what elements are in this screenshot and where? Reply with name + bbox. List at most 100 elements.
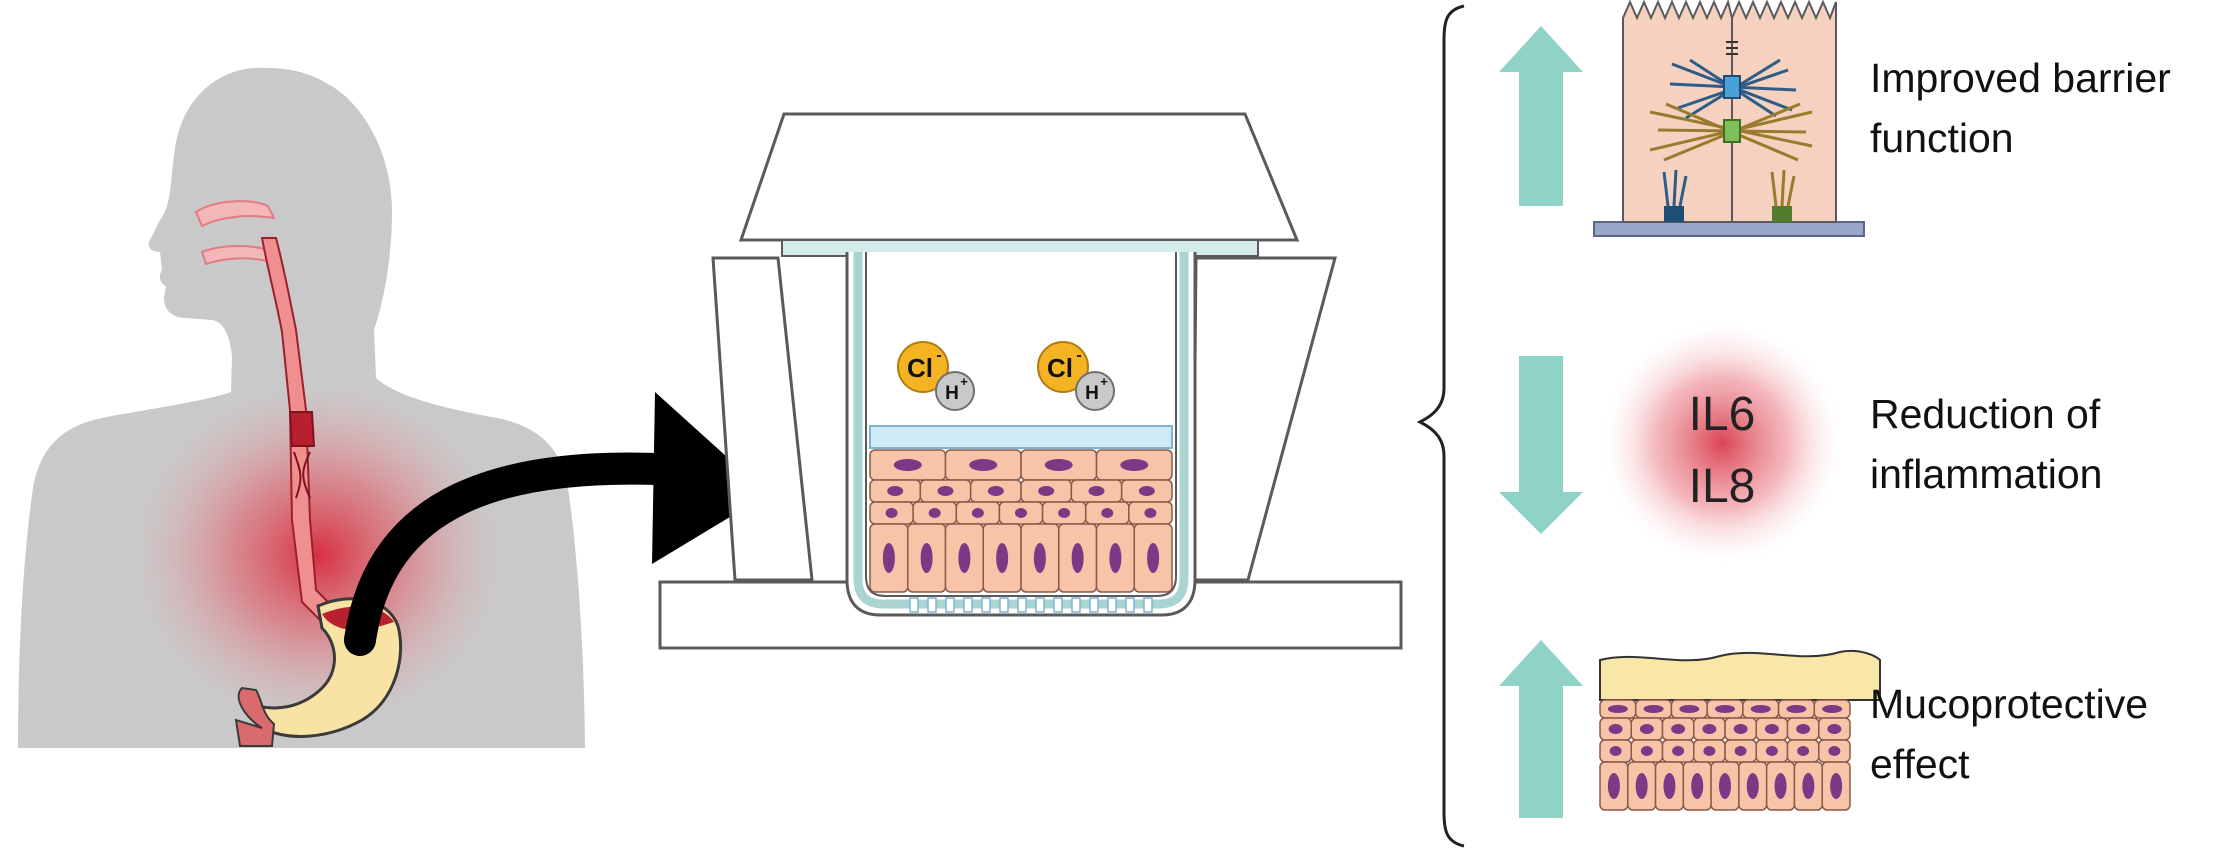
integrin-left: [1664, 206, 1684, 222]
cell-nucleus: [1138, 486, 1155, 496]
cell-nucleus: [937, 486, 954, 496]
insert-lid: [738, 112, 1300, 242]
cell-nucleus: [1088, 486, 1105, 496]
esophagus-narrowing: [293, 451, 311, 499]
cell-nucleus: [1764, 724, 1779, 734]
cell-nucleus: [1044, 459, 1073, 471]
cell-nucleus: [1033, 543, 1046, 573]
cell-nucleus: [958, 543, 971, 573]
cell-nucleus: [1672, 746, 1685, 756]
cell-nucleus: [928, 508, 941, 518]
well-right-wall: [1191, 256, 1337, 582]
brace: [1416, 4, 1465, 848]
cell-nucleus: [1702, 724, 1717, 734]
proton-charge: +: [960, 374, 968, 389]
cell-nucleus: [1828, 746, 1841, 756]
cell-nucleus: [1058, 508, 1071, 518]
cell-nucleus: [1120, 459, 1149, 471]
membrane-pore: [945, 597, 955, 613]
cell-nucleus: [1774, 773, 1787, 799]
barrier-label-line1: Improved barrier: [1870, 55, 2171, 101]
chloride-ion: [897, 341, 949, 393]
cell-nucleus: [1765, 746, 1778, 756]
cell-nucleus: [882, 543, 895, 573]
cell-nucleus: [1147, 543, 1160, 573]
barrier-up-arrow: [1499, 26, 1583, 206]
curved-arrow: [344, 392, 768, 656]
duodenum: [234, 686, 276, 747]
cell-nucleus: [1733, 724, 1748, 734]
left-epithelial-cell: [1622, 0, 1733, 223]
cell-nucleus: [1071, 543, 1084, 573]
cell-nucleus: [1827, 724, 1842, 734]
chloride-ion: [1037, 341, 1089, 393]
membrane-pore: [963, 597, 973, 613]
proton-ion: [935, 371, 975, 411]
membrane-pore: [909, 597, 919, 613]
cell-nucleus: [1830, 773, 1843, 799]
cell-nucleus: [1609, 746, 1622, 756]
mucoprotective-label-line2: effect: [1870, 741, 1970, 787]
cell-nucleus: [987, 486, 1004, 496]
inflammation-down-arrow: [1499, 356, 1583, 534]
cell-nucleus: [1715, 705, 1735, 713]
transwell-model: [658, 112, 1403, 650]
cell-nucleus: [1639, 724, 1654, 734]
cell-nucleus: [1607, 705, 1628, 713]
cell-nucleus: [971, 508, 984, 518]
membrane-pore: [981, 597, 991, 613]
cell-nucleus: [1822, 705, 1843, 713]
epithelium-layer: [869, 449, 1173, 593]
cell-nucleus: [1015, 508, 1027, 518]
mucoprotective-tissue: [1599, 650, 1881, 811]
human-silhouette: [18, 67, 585, 748]
insert-cup-inner-line: [865, 252, 1177, 597]
chloride-charge: -: [1076, 347, 1081, 364]
cell-nucleus: [969, 459, 998, 471]
membrane-pore: [999, 597, 1009, 613]
cell-nucleus: [1643, 705, 1664, 713]
cell-nucleus: [1101, 508, 1114, 518]
proton-label: H: [1085, 383, 1099, 404]
esophageal-sphincter: [288, 411, 316, 447]
focal-adhesion-right: [1770, 169, 1796, 207]
proton-charge: +: [1100, 374, 1108, 389]
heartburn-glow: [133, 385, 503, 725]
inflammation-glow: [1602, 323, 1842, 563]
cell-nucleus: [1607, 773, 1620, 799]
cell-nucleus: [920, 543, 933, 573]
proton-ion: [1075, 371, 1115, 411]
cell-nucleus: [1802, 773, 1815, 799]
cell-nucleus: [1746, 773, 1759, 799]
chloride-charge: -: [936, 347, 941, 364]
basement-membrane: [1593, 221, 1865, 237]
membrane-pores: [909, 597, 1153, 613]
cell-nucleus: [1796, 724, 1811, 734]
cell-nucleus: [996, 543, 1009, 573]
apical-medium: [869, 425, 1173, 449]
cell-nucleus: [887, 486, 904, 496]
focal-adhesion-left: [1662, 169, 1688, 207]
membrane-pore: [1125, 597, 1135, 613]
membrane-pore: [1053, 597, 1063, 613]
cell-nucleus: [1109, 543, 1122, 573]
cell-nucleus: [885, 508, 898, 518]
cell-nucleus: [1703, 746, 1716, 756]
membrane-pore: [1035, 597, 1045, 613]
adherens-junction: [1723, 75, 1741, 99]
cell-nucleus: [1679, 705, 1700, 713]
integrin-right: [1772, 206, 1792, 222]
cell-nucleus: [1786, 705, 1807, 713]
cell-nucleus: [1608, 724, 1623, 734]
membrane-pore: [927, 597, 937, 613]
cell-nucleus: [1663, 773, 1676, 799]
chloride-label: Cl: [907, 353, 933, 383]
curved-arrow-shaft: [344, 452, 696, 656]
membrane-pore: [1143, 597, 1153, 613]
membrane-pore: [1017, 597, 1027, 613]
cell-nucleus: [1734, 746, 1747, 756]
well-left-wall: [711, 256, 814, 582]
barrier-cells-illustration: [1593, 0, 1865, 237]
cell-nucleus: [1691, 773, 1704, 799]
